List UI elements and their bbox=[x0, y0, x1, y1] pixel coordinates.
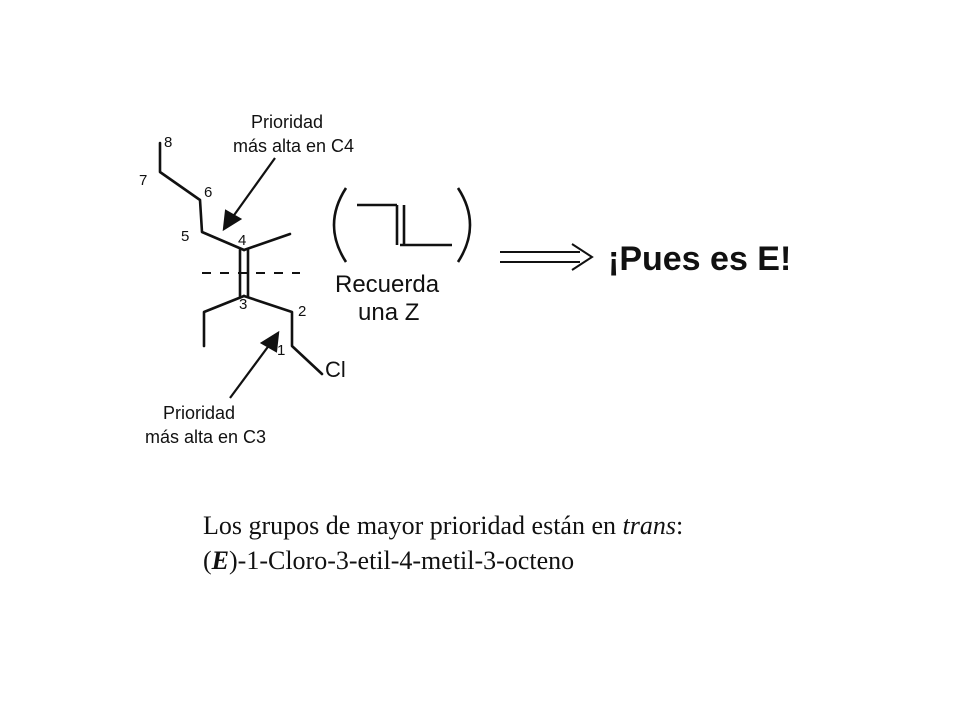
carbon-number-1: 1 bbox=[277, 342, 285, 359]
caption-line1-prefix: Los grupos de mayor prioridad están en bbox=[203, 511, 623, 540]
caption-trans-word: trans bbox=[622, 511, 676, 540]
carbon-number-6: 6 bbox=[204, 184, 212, 201]
arrow-bottom-shaft bbox=[229, 343, 271, 399]
molecule-diagram: 8 7 6 5 4 3 2 1 Cl Prioridad más alta en… bbox=[139, 112, 791, 447]
carbon-number-8: 8 bbox=[164, 134, 172, 151]
arrow-top-shaft bbox=[231, 157, 276, 219]
arrow-top-head bbox=[222, 209, 243, 232]
c4-methyl-bond bbox=[242, 232, 292, 252]
caption-open-paren: ( bbox=[203, 546, 212, 575]
caption-e-descriptor: E bbox=[211, 546, 230, 575]
cis-alkene-sketch bbox=[357, 203, 452, 247]
annotation-top-line2: más alta en C4 bbox=[233, 136, 354, 156]
implies-arrow-head bbox=[571, 243, 594, 271]
annotation-bottom-line1: Prioridad bbox=[163, 403, 235, 423]
reminder-line1: Recuerda bbox=[335, 271, 440, 298]
right-parenthesis bbox=[456, 187, 472, 263]
caption-compound-name: )-1-Cloro-3-etil-4-metil-3-octeno bbox=[229, 546, 575, 575]
priority-annotations: Prioridad más alta en C4 Prioridad más a… bbox=[145, 112, 354, 447]
caption-line1-suffix: : bbox=[675, 511, 684, 540]
carbon-number-5: 5 bbox=[181, 228, 189, 245]
reminder-line2: una Z bbox=[358, 299, 419, 326]
carbon-numbers: 8 7 6 5 4 3 2 1 bbox=[139, 134, 306, 359]
priority-arrows bbox=[222, 157, 280, 399]
annotation-top-line1: Prioridad bbox=[251, 112, 323, 132]
chlorine-label: Cl bbox=[325, 357, 346, 382]
implies-arrow bbox=[500, 243, 594, 271]
skeletal-bonds bbox=[158, 141, 324, 376]
chain-c8-to-c4 bbox=[158, 141, 246, 252]
conclusion-text: ¡Pues es E! bbox=[608, 240, 791, 278]
carbon-number-7: 7 bbox=[139, 172, 147, 189]
carbon-number-3: 3 bbox=[239, 296, 247, 313]
arrow-bottom-head bbox=[259, 330, 280, 353]
c3-ethyl-bond bbox=[202, 294, 246, 348]
z-reminder: Recuerda una Z bbox=[332, 187, 472, 326]
carbon-number-2: 2 bbox=[298, 303, 306, 320]
caption-line-1: Los grupos de mayor prioridad están en t… bbox=[203, 508, 903, 543]
caption-line-2: (E)-1-Cloro-3-etil-4-metil-3-octeno bbox=[203, 543, 903, 578]
left-parenthesis bbox=[332, 187, 348, 263]
chain-c3-to-cl bbox=[242, 294, 324, 376]
caption: Los grupos de mayor prioridad están en t… bbox=[203, 508, 903, 578]
carbon-number-4: 4 bbox=[238, 232, 246, 249]
annotation-bottom-line2: más alta en C3 bbox=[145, 427, 266, 447]
